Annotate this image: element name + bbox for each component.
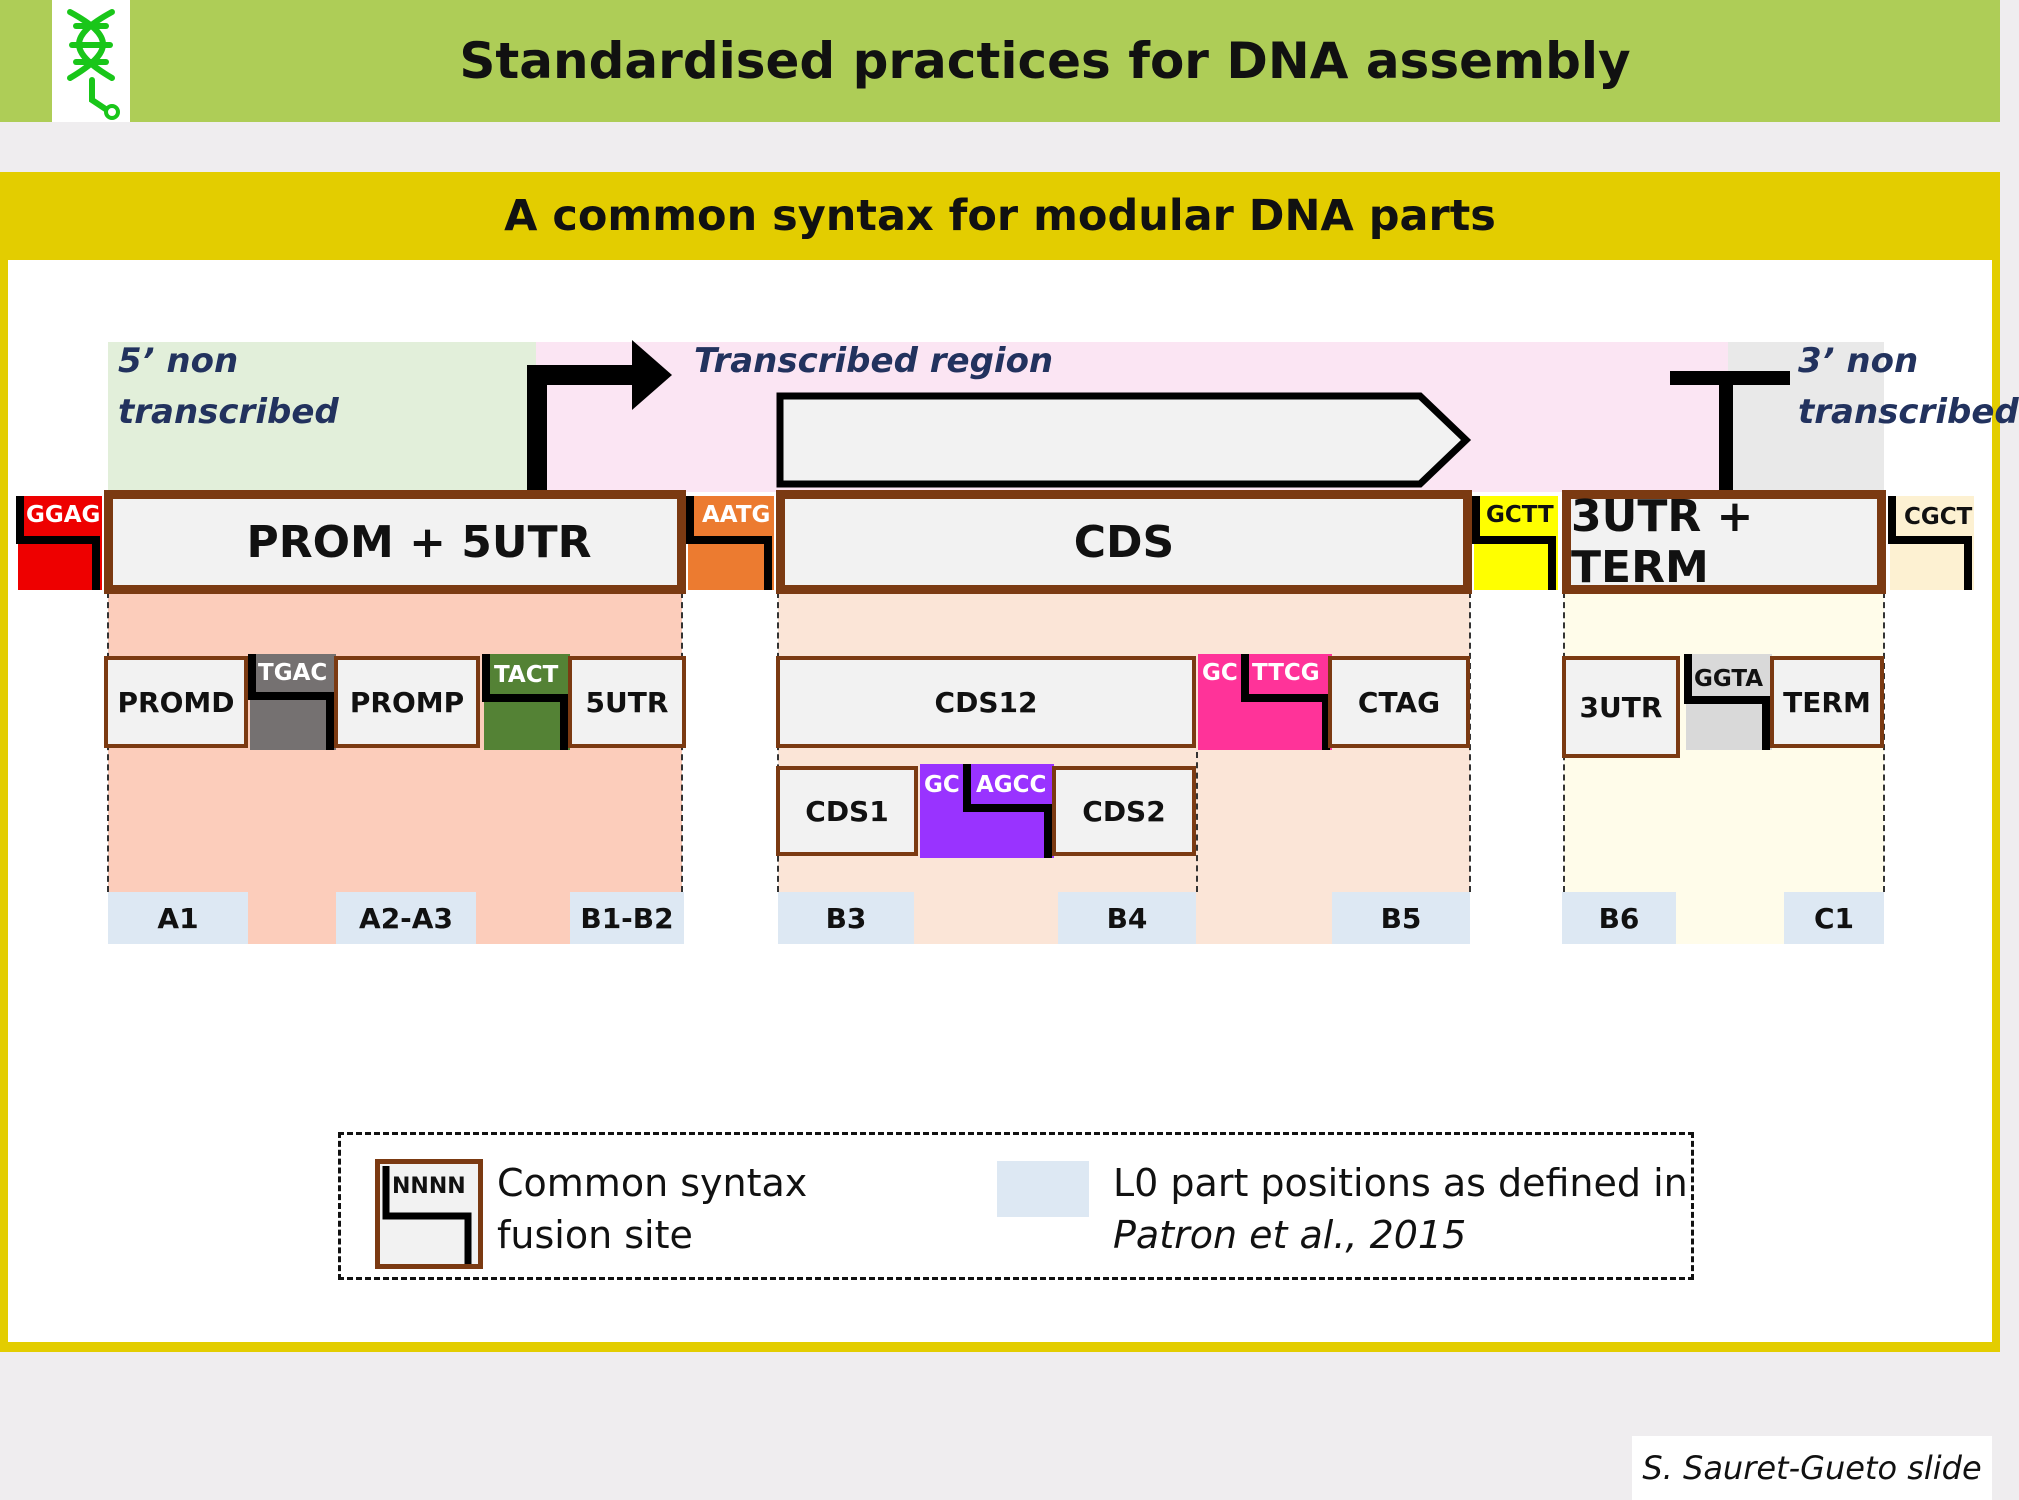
fusion-notch-icon bbox=[16, 496, 100, 590]
part-promd: PROMD bbox=[104, 656, 248, 748]
fusion-notch-icon bbox=[1888, 496, 1972, 590]
fusion-notch-icon bbox=[1241, 654, 1330, 750]
position-b6: B6 bbox=[1562, 892, 1676, 944]
divider bbox=[1883, 592, 1885, 892]
fusion-notch-icon bbox=[1472, 496, 1556, 590]
divider bbox=[1469, 592, 1471, 892]
legend-l0-text: L0 part positions as defined in Patron e… bbox=[1113, 1161, 1688, 1258]
fusion-notch-icon bbox=[686, 496, 772, 590]
fusion-site-gc-ttcg: GC TTCG bbox=[1198, 654, 1332, 750]
module-3utr-term: 3UTR + TERM bbox=[1562, 490, 1886, 594]
legend-fusion-site-text: Common syntax fusion site bbox=[497, 1161, 808, 1258]
position-b1-b2: B1-B2 bbox=[570, 892, 684, 944]
terminator-icon bbox=[1670, 371, 1790, 492]
fusion-site-aatg: AATG bbox=[686, 496, 774, 590]
fusion-site-tact: TACT bbox=[482, 654, 570, 750]
fusion-site-ggag: GGAG bbox=[16, 496, 102, 590]
divider bbox=[1196, 752, 1198, 892]
part-cds2: CDS2 bbox=[1052, 766, 1196, 856]
part-promp: PROMP bbox=[334, 656, 480, 748]
fusion-notch-icon bbox=[963, 764, 1052, 858]
fusion-notch-icon bbox=[482, 654, 568, 750]
position-a1: A1 bbox=[108, 892, 248, 944]
five-prime-region-band bbox=[108, 342, 536, 492]
part-5utr: 5UTR bbox=[568, 656, 686, 748]
module-prom-5utr: PROM + 5UTR bbox=[104, 490, 686, 594]
header-bar bbox=[0, 0, 2000, 122]
part-term: TERM bbox=[1770, 656, 1884, 748]
panel-subtitle: A common syntax for modular DNA parts bbox=[504, 191, 1496, 241]
prom-5utr-area bbox=[108, 590, 682, 944]
transcribed-region-label: Transcribed region bbox=[694, 341, 1054, 381]
three-prime-region-band bbox=[1728, 342, 1884, 492]
legend: NNNN Common syntax fusion site L0 part p… bbox=[338, 1132, 1694, 1280]
cds-arrow-icon bbox=[776, 392, 1472, 488]
promoter-arrow-icon bbox=[527, 340, 672, 492]
fusion-site-cgct: CGCT bbox=[1888, 496, 1974, 590]
position-b5: B5 bbox=[1332, 892, 1470, 944]
position-b4: B4 bbox=[1058, 892, 1196, 944]
position-c1: C1 bbox=[1784, 892, 1884, 944]
fusion-site-ggta: GGTA bbox=[1684, 654, 1772, 750]
module-cds: CDS bbox=[776, 490, 1472, 594]
fusion-notch-icon bbox=[248, 654, 334, 750]
dna-logo-icon bbox=[67, 9, 120, 120]
three-prime-label: 3’ non transcribed bbox=[1798, 341, 2019, 432]
fusion-site-gc-agcc: GC AGCC bbox=[920, 764, 1054, 858]
slide-credit: S. Sauret-Gueto slide bbox=[1632, 1436, 1992, 1500]
utr3-term-area bbox=[1564, 590, 1884, 944]
page-title: Standardised practices for DNA assembly bbox=[459, 32, 1631, 90]
fusion-notch-icon bbox=[382, 1166, 472, 1264]
five-prime-label: 5’ non transcribed bbox=[118, 341, 339, 432]
fusion-site-gctt: GCTT bbox=[1472, 496, 1558, 590]
logo bbox=[52, 0, 130, 122]
position-b3: B3 bbox=[778, 892, 914, 944]
part-3utr: 3UTR bbox=[1562, 656, 1680, 758]
part-cds12: CDS12 bbox=[776, 656, 1196, 748]
position-a2-a3: A2-A3 bbox=[336, 892, 476, 944]
legend-fusion-site-swatch: NNNN bbox=[375, 1159, 483, 1269]
part-cds1: CDS1 bbox=[776, 766, 918, 856]
fusion-notch-icon bbox=[1684, 654, 1770, 750]
legend-l0-swatch bbox=[997, 1161, 1089, 1217]
fusion-site-tgac: TGAC bbox=[248, 654, 336, 750]
part-ctag: CTAG bbox=[1328, 656, 1470, 748]
